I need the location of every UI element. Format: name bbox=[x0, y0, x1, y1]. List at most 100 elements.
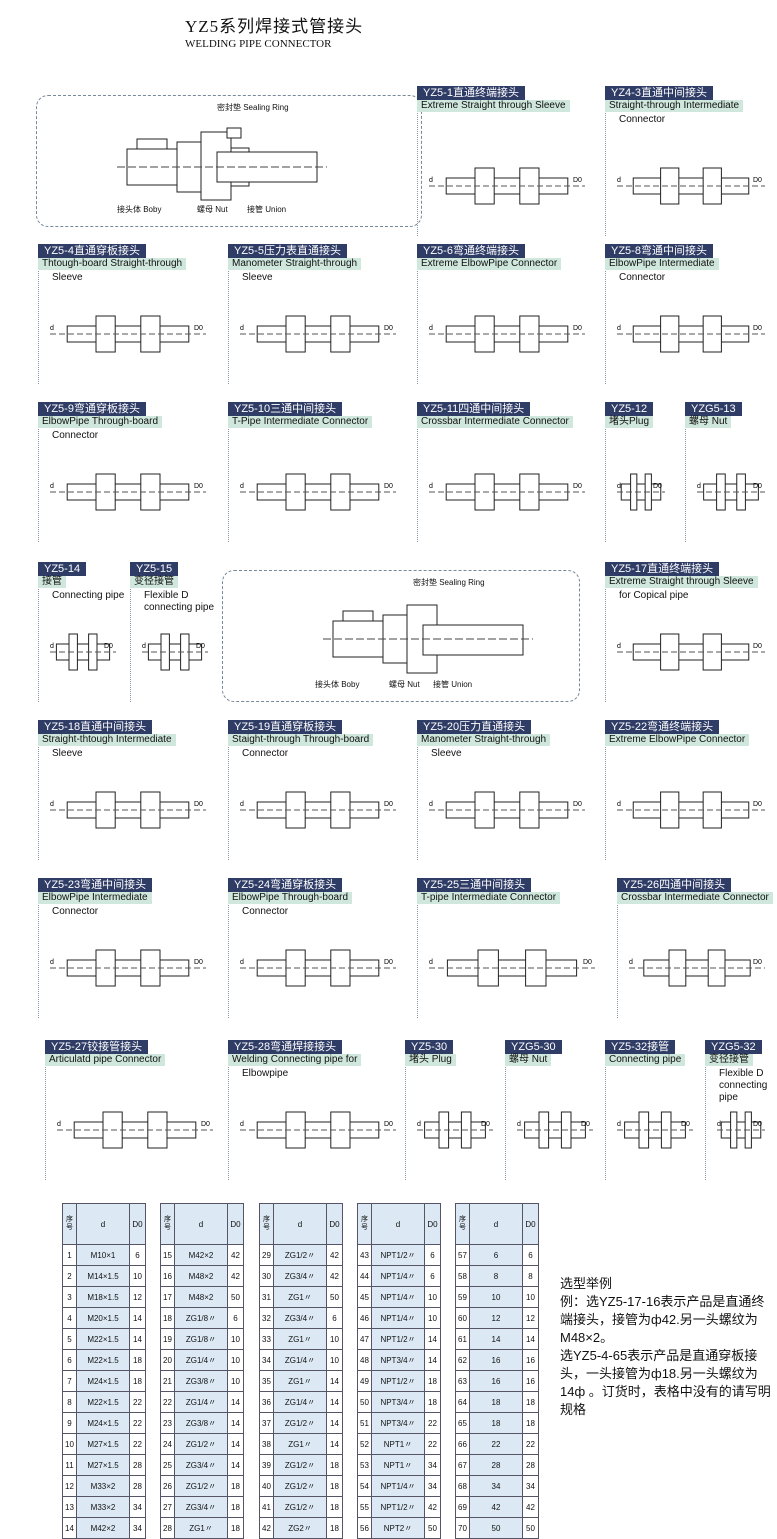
D0-dimension: D0 bbox=[384, 959, 393, 966]
D0-dimension: D0 bbox=[194, 483, 203, 490]
fitting-card: YZ5-8弯通中间接头 ElbowPipe Intermediate Conne… bbox=[605, 244, 777, 384]
fitting-code: YZ5-30 bbox=[405, 1040, 454, 1054]
fitting-description-2: Connector bbox=[619, 114, 666, 125]
fitting-code: YZ5-27铰接管接头 bbox=[45, 1040, 149, 1054]
fitting-description-2: Elbowpipe bbox=[242, 1068, 289, 1079]
fitting-description: Crossbar Intermediate Connector bbox=[617, 892, 773, 904]
d-dimension: d bbox=[240, 483, 244, 490]
fitting-drawing: d D0 bbox=[240, 473, 396, 511]
fitting-drawing: d D0 bbox=[429, 473, 585, 511]
fitting-card: YZ4-3直通中间接头 Straight-through Intermediat… bbox=[605, 86, 777, 236]
fitting-card: YZ5-6弯通终端接头 Extreme ElbowPipe Connector … bbox=[417, 244, 597, 384]
fitting-drawing: d D0 bbox=[429, 315, 585, 353]
col-D0: D0 bbox=[522, 1203, 539, 1245]
assembly-diagram-2: 密封垫 Sealing Ring 接头体 Boby 螺母 Nut 接管 Unio… bbox=[222, 570, 580, 702]
d-dimension: d bbox=[429, 325, 433, 332]
fitting-description-2: Connecting pipe bbox=[52, 590, 125, 601]
fitting-code: YZ5-17直通终端接头 bbox=[605, 562, 720, 576]
col-d: d bbox=[273, 1203, 327, 1245]
col-no: 序号 bbox=[160, 1203, 175, 1245]
col-D0: D0 bbox=[227, 1203, 244, 1245]
fitting-drawing: d D0 bbox=[617, 791, 765, 829]
fitting-description: Extreme Straight through Sleeve bbox=[605, 576, 758, 588]
fitting-description: ElbowPipe Through-board bbox=[228, 892, 353, 904]
fitting-description: 变径接管 bbox=[130, 576, 178, 588]
fitting-card: YZ5-30 堵头 Plug d D0 bbox=[405, 1040, 505, 1180]
fitting-drawing: d D0 bbox=[57, 1111, 213, 1149]
page-title: YZ5系列焊接式管接头 bbox=[185, 17, 364, 36]
fitting-drawing: d D0 bbox=[240, 1111, 396, 1149]
fitting-code: YZ5-24弯通穿板接头 bbox=[228, 878, 343, 892]
fitting-description: ElbowPipe Through-board bbox=[38, 416, 163, 428]
d-dimension: d bbox=[50, 483, 54, 490]
fitting-drawing: d D0 bbox=[517, 1111, 593, 1149]
D0-dimension: D0 bbox=[573, 325, 582, 332]
col-no: 序号 bbox=[357, 1203, 372, 1245]
fitting-description-2: Sleeve bbox=[431, 748, 462, 759]
fitting-drawing: d D0 bbox=[617, 167, 765, 205]
d-dimension: d bbox=[240, 801, 244, 808]
fitting-description: Articulatd pipe Connector bbox=[45, 1054, 166, 1066]
fitting-card: YZ5-15 变径接管 Flexible D connecting pipe d… bbox=[130, 562, 220, 702]
d-dimension: d bbox=[429, 483, 433, 490]
fitting-description-2: Connector bbox=[619, 272, 666, 283]
fitting-description-2: for Copical pipe bbox=[619, 590, 689, 601]
note-line: 选YZ5-4-65表示产品是直通穿板接头，一头接管为ф18.另一头螺纹为14ф … bbox=[560, 1348, 771, 1417]
D0-dimension: D0 bbox=[573, 483, 582, 490]
note-title: 选型举例 bbox=[560, 1276, 613, 1291]
col-d: d bbox=[371, 1203, 425, 1245]
fitting-description-2: Sleeve bbox=[52, 748, 83, 759]
fitting-description: 接管 bbox=[38, 576, 66, 588]
fitting-card: YZ5-26四通中间接头 Crossbar Intermediate Conne… bbox=[617, 878, 777, 1018]
nut-label: 螺母 Nut bbox=[197, 205, 228, 214]
d-dimension: d bbox=[50, 643, 54, 650]
fitting-card: YZ5-11四通中间接头 Crossbar Intermediate Conne… bbox=[417, 402, 597, 542]
D0-dimension: D0 bbox=[753, 959, 762, 966]
fitting-code: YZ4-3直通中间接头 bbox=[605, 86, 713, 100]
fitting-description-2: Sleeve bbox=[242, 272, 273, 283]
body-label: 接头体 Boby bbox=[117, 205, 162, 214]
fitting-card: YZG5-13 螺母 Nut d D0 bbox=[685, 402, 777, 542]
fitting-description: Welding Connecting pipe for bbox=[228, 1054, 362, 1066]
fitting-description: Extreme ElbowPipe Connector bbox=[417, 258, 562, 270]
fitting-description-2: Connector bbox=[242, 906, 289, 917]
fitting-description: Thtough-board Straight-through bbox=[38, 258, 187, 270]
fitting-code: YZ5-5压力表直通接头 bbox=[228, 244, 347, 258]
fitting-drawing: d D0 bbox=[617, 633, 765, 671]
d-dimension: d bbox=[57, 1121, 61, 1128]
fitting-code: YZ5-18直通中间接头 bbox=[38, 720, 153, 734]
fitting-code: YZ5-22弯通终端接头 bbox=[605, 720, 720, 734]
fitting-code: YZ5-12 bbox=[605, 402, 654, 416]
fitting-drawing: d D0 bbox=[629, 949, 765, 987]
D0-dimension: D0 bbox=[753, 483, 762, 490]
fitting-card: YZ5-24弯通穿板接头 ElbowPipe Through-board Con… bbox=[228, 878, 408, 1018]
